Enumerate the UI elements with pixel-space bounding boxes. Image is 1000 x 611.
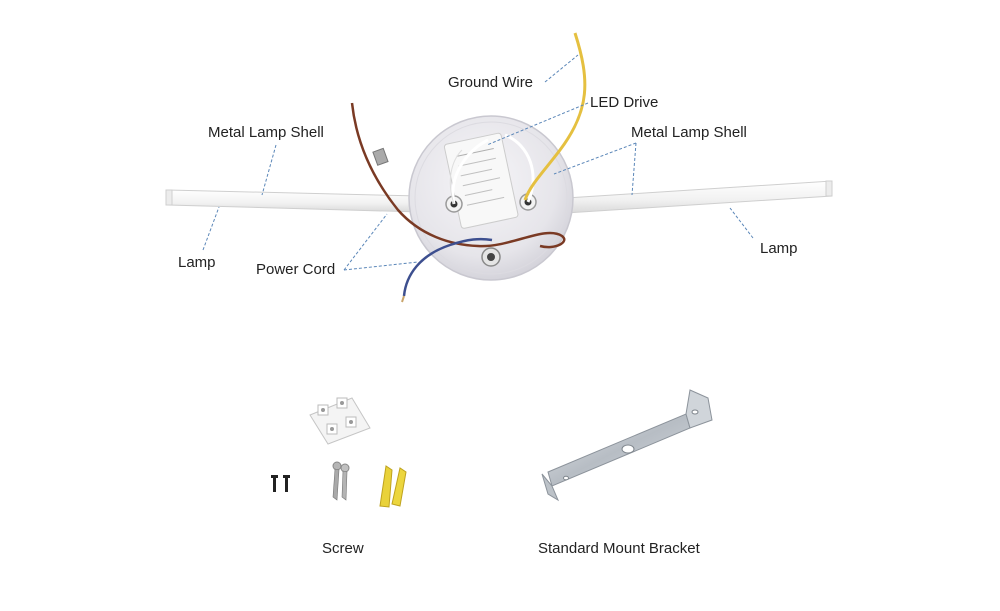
- ground-wire: [523, 32, 587, 201]
- label-led-drive: LED Drive: [590, 94, 659, 111]
- mount-bracket-icon: [541, 389, 713, 502]
- terminal-block-icon: [309, 397, 371, 445]
- leader-led-drive: [486, 102, 589, 146]
- leader-lamp-right: [729, 207, 754, 239]
- label-lamp-right: Lamp: [760, 240, 798, 257]
- label-standard-mount-bracket: Standard Mount Bracket: [538, 540, 700, 557]
- leader-metal-shell-left: [261, 144, 277, 196]
- power-cord-brown: [350, 102, 566, 249]
- led-driver-icon: [443, 132, 519, 229]
- label-metal-lamp-shell-right: Metal Lamp Shell: [631, 124, 747, 141]
- label-ground-wire: Ground Wire: [448, 74, 534, 91]
- leader-ground-wire: [544, 54, 579, 83]
- label-screw: Screw: [322, 540, 364, 557]
- left-lamp-arm: [165, 189, 421, 213]
- screw-icon: [271, 475, 290, 492]
- leader-lamp-left: [202, 206, 220, 251]
- leader-lines: [202, 54, 754, 271]
- power-cord-blue: [402, 237, 493, 297]
- label-metal-lamp-shell-left: Metal Lamp Shell: [208, 124, 324, 141]
- leader-power-cord-1: [343, 213, 388, 271]
- right-lamp-arm: [565, 180, 833, 214]
- label-power-cord: Power Cord: [256, 261, 336, 278]
- label-lamp-left: Lamp: [178, 254, 216, 271]
- wall-anchor-icon: [379, 465, 407, 508]
- long-screw-icon: [332, 461, 350, 501]
- leader-power-cord-2: [343, 261, 419, 271]
- internal-wires: [449, 133, 535, 205]
- leader-metal-shell-right-2: [631, 142, 637, 196]
